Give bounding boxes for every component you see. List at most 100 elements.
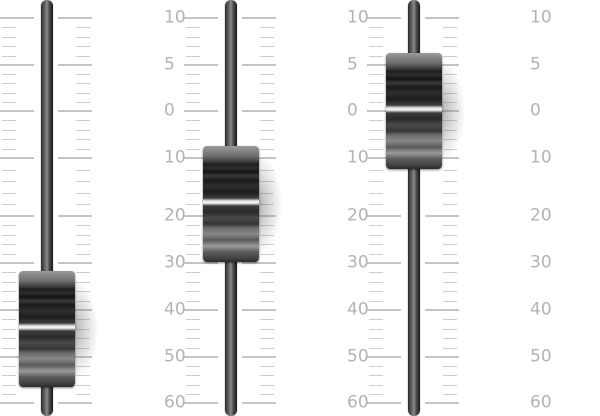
scale-tick-minor [186, 225, 200, 226]
scale-tick-minor [260, 74, 274, 75]
scale-tick-major [184, 262, 218, 264]
scale-tick-minor [260, 272, 274, 273]
scale-label: 5 [164, 54, 175, 75]
scale-tick-minor [2, 139, 16, 140]
scale-tick-major [58, 110, 92, 112]
fader-3-knob[interactable] [386, 53, 442, 169]
scale-tick-minor [76, 272, 90, 273]
scale-tick-minor [2, 366, 16, 367]
scale-tick-minor [443, 235, 457, 236]
scale-tick-minor [443, 193, 457, 194]
scale-tick-minor [260, 301, 274, 302]
scale-tick-minor [369, 272, 383, 273]
scale-tick-minor [369, 170, 383, 171]
scale-tick-minor [2, 181, 16, 182]
right-scale-label: 50 [530, 346, 552, 367]
scale-tick-minor [76, 56, 90, 57]
scale-tick-minor [76, 46, 90, 47]
scale-tick-minor [260, 130, 274, 131]
scale-tick-minor [186, 102, 200, 103]
scale-tick-minor [76, 120, 90, 121]
scale-tick-minor [2, 37, 16, 38]
scale-tick-minor [186, 244, 200, 245]
scale-tick-minor [2, 102, 16, 103]
scale-tick-minor [369, 225, 383, 226]
scale-tick-minor [260, 83, 274, 84]
scale-tick-minor [443, 46, 457, 47]
scale-tick-minor [443, 170, 457, 171]
scale-tick-minor [76, 149, 90, 150]
scale-tick-minor [369, 27, 383, 28]
right-scale-label: 0 [530, 100, 541, 121]
scale-tick-minor [443, 291, 457, 292]
fader-1-knob[interactable] [19, 270, 75, 387]
scale-tick-minor [369, 193, 383, 194]
scale-tick-major [0, 110, 34, 112]
scale-tick-minor [2, 170, 16, 171]
scale-tick-minor [260, 139, 274, 140]
scale-tick-major [184, 402, 218, 404]
scale-tick-minor [260, 394, 274, 395]
scale-tick-minor [369, 348, 383, 349]
right-scale-label: 30 [530, 252, 552, 273]
scale-tick-major [242, 110, 276, 112]
scale-tick-minor [186, 139, 200, 140]
scale-tick-minor [2, 83, 16, 84]
scale-tick-minor [2, 301, 16, 302]
scale-tick-major [58, 64, 92, 66]
scale-label: 60 [164, 392, 186, 413]
scale-tick-minor [260, 93, 274, 94]
scale-tick-minor [2, 282, 16, 283]
scale-tick-major [242, 17, 276, 19]
scale-tick-minor [443, 181, 457, 182]
right-scale-label: 10 [530, 7, 552, 28]
scale-tick-minor [369, 46, 383, 47]
scale-tick-major [58, 17, 92, 19]
scale-tick-minor [76, 235, 90, 236]
scale-tick-minor [186, 93, 200, 94]
scale-tick-minor [369, 385, 383, 386]
scale-tick-major [367, 215, 401, 217]
scale-label: 30 [347, 252, 369, 273]
scale-tick-minor [186, 56, 200, 57]
right-scale-label: 5 [530, 54, 541, 75]
scale-tick-minor [443, 375, 457, 376]
scale-tick-minor [443, 27, 457, 28]
scale-tick-minor [260, 319, 274, 320]
scale-label: 0 [347, 100, 358, 121]
scale-tick-minor [443, 366, 457, 367]
scale-tick-major [425, 309, 459, 311]
scale-tick-minor [369, 235, 383, 236]
scale-tick-minor [443, 329, 457, 330]
scale-tick-minor [2, 254, 16, 255]
scale-tick-minor [2, 46, 16, 47]
scale-tick-minor [369, 93, 383, 94]
scale-tick-major [242, 262, 276, 264]
scale-tick-minor [2, 385, 16, 386]
scale-tick-minor [443, 37, 457, 38]
scale-tick-minor [443, 272, 457, 273]
fader-2-knob[interactable] [203, 146, 259, 263]
scale-tick-minor [443, 204, 457, 205]
scale-tick-minor [2, 74, 16, 75]
scale-tick-major [0, 356, 34, 358]
scale-tick-major [58, 157, 92, 159]
scale-tick-minor [443, 348, 457, 349]
scale-tick-minor [369, 291, 383, 292]
scale-tick-minor [2, 319, 16, 320]
scale-tick-minor [443, 394, 457, 395]
scale-tick-major [367, 402, 401, 404]
scale-tick-minor [260, 46, 274, 47]
scale-tick-minor [76, 394, 90, 395]
scale-tick-major [425, 215, 459, 217]
scale-tick-minor [369, 120, 383, 121]
scale-tick-minor [186, 366, 200, 367]
scale-tick-major [242, 64, 276, 66]
scale-tick-major [242, 356, 276, 358]
scale-tick-minor [369, 254, 383, 255]
scale-tick-minor [76, 130, 90, 131]
scale-tick-minor [443, 301, 457, 302]
scale-tick-minor [76, 74, 90, 75]
scale-label: 50 [347, 346, 369, 367]
right-scale-label: 60 [530, 392, 552, 413]
